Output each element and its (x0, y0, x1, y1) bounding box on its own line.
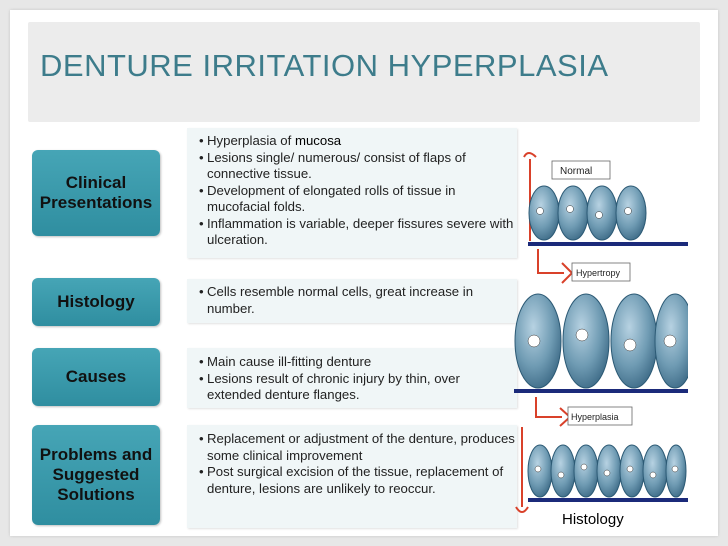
label-text: Problems and Suggested Solutions (39, 445, 153, 504)
bullet-item: Development of elongated rolls of tissue… (199, 183, 517, 216)
content-clinical: Hyperplasia of mucosa Lesions single/ nu… (187, 128, 517, 258)
histology-caption: Histology (562, 511, 624, 528)
cell-illustration: Normal Hypertropy (514, 152, 696, 513)
arrow-hypertrophy: Hypertropy (537, 249, 631, 284)
slide-title: DENTURE IRRITATION HYPERPLASIA (40, 48, 609, 83)
bullet-item: Lesions single/ numerous/ consist of fla… (199, 150, 517, 183)
label-problems-solutions: Problems and Suggested Solutions (32, 425, 160, 525)
label-hyperplasia: Hyperplasia (571, 412, 619, 422)
label-normal: Normal (560, 166, 592, 177)
emphasis-text: mucosa (294, 133, 342, 148)
label-causes: Causes (32, 348, 160, 406)
bullet-item: Replacement or adjustment of the denture… (199, 431, 517, 464)
content-histology: Cells resemble normal cells, great incre… (187, 279, 517, 323)
histology-diagram: Normal Hypertropy (510, 145, 696, 525)
content-causes: Main cause ill-fitting denture Lesions r… (187, 348, 517, 408)
label-histology: Histology (32, 278, 160, 326)
arrow-hyperplasia: Hyperplasia (535, 397, 633, 427)
label-text: Causes (65, 367, 127, 386)
normal-section: Normal (523, 152, 688, 246)
hyperplasia-section (515, 427, 688, 513)
label-text: Clinical Presentations (39, 173, 153, 212)
bullet-item: Cells resemble normal cells, great incre… (199, 284, 517, 317)
label-hypertropy: Hypertropy (576, 268, 621, 278)
bullet-item: Hyperplasia of mucosa (199, 133, 517, 150)
bullet-item: Post surgical excision of the tissue, re… (199, 464, 517, 497)
bullet-item: Lesions result of chronic injury by thin… (199, 371, 517, 404)
hypertrophy-section (514, 293, 696, 393)
title-band (28, 22, 700, 122)
label-clinical-presentations: Clinical Presentations (32, 150, 160, 236)
content-problems: Replacement or adjustment of the denture… (187, 425, 517, 528)
label-text: Histology (57, 292, 135, 311)
bullet-item: Inflammation is variable, deeper fissure… (199, 216, 517, 249)
bullet-item: Main cause ill-fitting denture (199, 354, 517, 371)
